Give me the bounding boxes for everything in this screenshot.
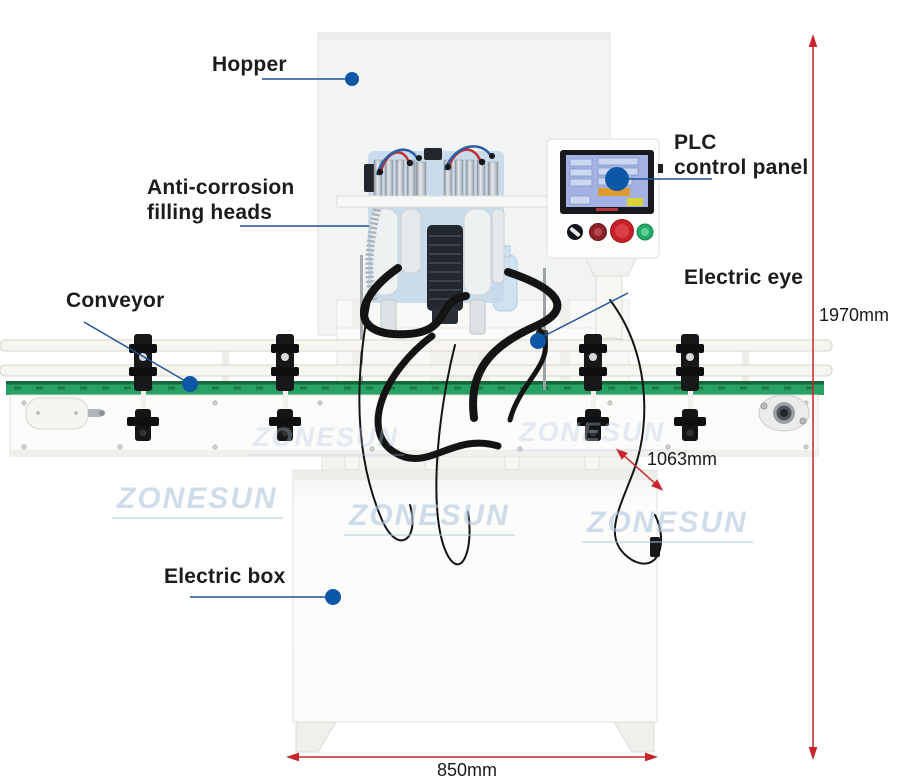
filling-nozzle [469,299,486,335]
arrowhead-right-icon [645,752,658,762]
annotation-dots [182,72,629,605]
depth-dimension-value: 1063mm [647,449,718,469]
brand-watermark: ZONESUN [582,506,753,543]
plc-control-panel [546,138,663,349]
plc-dot [605,167,629,191]
rail-clamps [127,334,706,441]
plc-label: PLC control panel [674,130,808,180]
machine-foot [295,721,337,753]
bellows [427,225,463,311]
corrugated-tube [365,208,381,304]
hopper-label: Hopper [212,53,287,76]
arrowhead-down-icon [808,747,818,760]
dimension-lines [286,34,818,762]
drive-coupling [758,394,810,432]
conveyor-dot [182,376,198,392]
filling-heads-assembly [336,145,634,335]
plc-pedestal [595,275,623,343]
height-dimension-value: 1970mm [819,305,890,325]
annotation-lines [83,78,712,598]
plc-start-button[interactable] [636,223,654,241]
electric-eye-leader-line [541,292,629,338]
arrowhead-left-icon [286,752,299,762]
emergency-stop-button[interactable] [610,219,634,243]
width-dimension-value: 850mm [437,760,498,780]
electric-eye-dot [530,333,546,349]
plc-selector-knob[interactable] [567,224,583,240]
arrowhead-up-icon [808,34,818,47]
conveyor-belt [6,381,824,395]
brand-watermark: ZONESUN [514,417,671,451]
brand-watermark: ZONESUN [112,482,283,519]
filling-heads-label-line2: filling heads [147,201,273,224]
sensor-rod-left [360,255,363,390]
electric-box-label: Electric box [164,565,286,588]
depth-dimension-line [620,452,659,487]
electric-box-dot [325,589,341,605]
electric-eye-label: Electric eye [684,266,804,289]
screws [21,400,809,452]
brand-watermark: ZONESUN [248,422,405,456]
guide-rail-bottom [0,364,833,377]
conveyor-label: Conveyor [66,289,165,312]
plc-label-line1: PLC [674,131,717,154]
machine-foot [613,721,655,753]
filling-heads-label: Anti-corrosion filling heads [147,175,294,225]
brand-watermark: ZONESUN [344,499,515,536]
arrowhead-downright-icon [651,479,664,491]
conveyor-assembly [0,334,833,457]
filling-heads-label-line1: Anti-corrosion [147,176,295,199]
conveyor-motor [25,397,105,430]
plc-label-line2: control panel [674,156,809,179]
arrowhead-upleft-icon [615,448,628,460]
hopper-dot [345,72,359,86]
conveyor-leader-line [83,321,188,383]
electric-box [292,439,660,753]
pump-wires [375,145,494,176]
plc-reset-button[interactable] [589,223,607,241]
